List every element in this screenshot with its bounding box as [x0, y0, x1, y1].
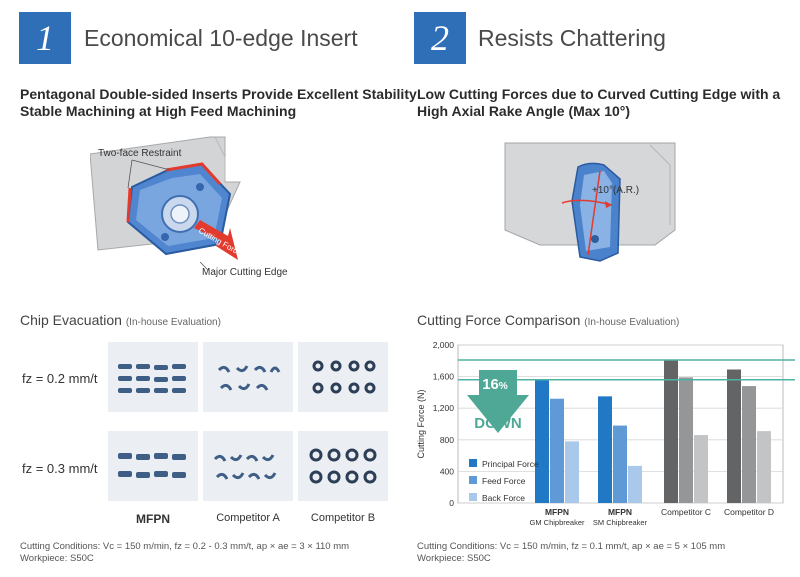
bar-back-force: [628, 465, 642, 503]
y-tick-label: 400: [440, 466, 454, 476]
section1-title: Economical 10-edge Insert: [84, 25, 358, 51]
legend-label-principal: Principal Force: [482, 459, 539, 469]
chip-sample-mfpn-fz03: [108, 431, 198, 501]
force-conditions-line1: Cutting Conditions: Vc = 150 m/min, fz =…: [417, 541, 726, 552]
spiral-chips-icon: [312, 360, 376, 394]
cutting-force-title: Cutting Force Comparison: [417, 312, 581, 328]
chip-column-label-competitor-b: Competitor B: [310, 512, 376, 524]
legend-swatch-principal: [469, 459, 477, 467]
legend-swatch-feed: [469, 476, 477, 484]
chip-conditions-line2: Workpiece: S50C: [20, 553, 94, 564]
chip-sample-competitor-b-fz02: [298, 342, 388, 412]
section1-subtitle-line1: Pentagonal Double-sided Inserts Provide …: [20, 86, 417, 102]
chip-column-label-competitor-a: Competitor A: [216, 512, 280, 524]
y-tick-label: 0: [449, 498, 454, 508]
curled-chips-icon: [217, 365, 281, 391]
bar-principal-force: [535, 379, 549, 503]
fz-row-label-1: fz = 0.2 mm/t: [22, 371, 98, 386]
chip-evacuation-title: Chip Evacuation: [20, 312, 122, 328]
flat-chips-icon: [118, 453, 186, 478]
bar-feed-force: [550, 398, 564, 503]
curled-chips-icon: [213, 454, 277, 480]
bar-back-force: [757, 431, 771, 503]
x-category-sublabel: SM Chipbreaker: [593, 518, 648, 527]
restraint-line-side: [126, 187, 132, 223]
restraint-line-top: [165, 162, 222, 186]
chip-evacuation-note: (In-house Evaluation): [125, 317, 221, 328]
legend-label-feed: Feed Force: [482, 476, 526, 486]
rake-angle-illustration: +10°(A.R.): [504, 142, 676, 262]
curved-edge-insert: [571, 162, 621, 262]
down-badge: 16% DOWN: [467, 370, 529, 433]
section2-subtitle-line2: High Axial Rake Angle (Max 10°): [417, 103, 631, 119]
legend-label-back: Back Force: [482, 493, 525, 503]
chip-evacuation-heading: Chip Evacuation (In-house Evaluation): [20, 312, 221, 328]
x-category-label: Competitor D: [724, 507, 774, 517]
cutting-force-note: (In-house Evaluation): [584, 317, 680, 328]
y-tick-label: 800: [440, 435, 454, 445]
y-tick-label: 1,600: [433, 372, 455, 382]
chip-sample-competitor-a-fz02: [203, 342, 293, 412]
force-conditions-line2: Workpiece: S50C: [417, 553, 491, 564]
section1-subtitle-line2: Stable Machining at High Feed Machining: [20, 103, 297, 119]
chip-column-label-mfpn: MFPN: [136, 512, 170, 526]
legend-swatch-back: [469, 493, 477, 501]
y-tick-label: 1,200: [433, 403, 455, 413]
cutting-force-heading: Cutting Force Comparison (In-house Evalu…: [417, 312, 679, 328]
bar-back-force: [565, 441, 579, 503]
bar-principal-force: [598, 396, 612, 503]
chip-sample-competitor-a-fz03: [203, 431, 293, 501]
restraint-label: Two-face Restraint: [98, 148, 182, 159]
bar-feed-force: [742, 386, 756, 503]
chart-legend: Principal Force Feed Force Back Force: [469, 459, 539, 503]
flat-chips-icon: [118, 364, 186, 393]
x-category-label: MFPN: [608, 507, 632, 517]
fz-row-label-2: fz = 0.3 mm/t: [22, 461, 98, 476]
chip-sample-competitor-b-fz03: [298, 431, 388, 501]
bar-back-force: [694, 435, 708, 503]
x-category-label: MFPN: [545, 507, 569, 517]
x-category-sublabel: GM Chipbreaker: [529, 518, 585, 527]
section2-title: Resists Chattering: [478, 25, 666, 51]
chip-conditions-line1: Cutting Conditions: Vc = 150 m/min, fz =…: [20, 541, 350, 552]
axial-rake-label: +10°(A.R.): [592, 185, 639, 196]
down-badge-word: DOWN: [474, 415, 522, 432]
insert-illustration: Cutting Force Two-face Restraint Major C…: [90, 136, 288, 278]
chip-sample-mfpn-fz02: [108, 342, 198, 412]
down-badge-percent: 16%: [482, 376, 508, 393]
bar-feed-force: [613, 425, 627, 503]
bar-principal-force: [727, 369, 741, 503]
y-tick-label: 2,000: [433, 340, 455, 350]
y-axis-title: Cutting Force (N): [416, 389, 426, 458]
section1-number-badge: 1: [19, 12, 71, 64]
section2-number-badge: 2: [414, 12, 466, 64]
x-category-label: Competitor C: [661, 507, 711, 517]
bar-feed-force: [679, 377, 693, 503]
major-cutting-edge-label: Major Cutting Edge: [202, 267, 288, 278]
cutting-force-arrow: [194, 220, 238, 260]
bar-principal-force: [664, 360, 678, 503]
spiral-chips-icon: [309, 448, 377, 484]
section2-subtitle-line1: Low Cutting Forces due to Curved Cutting…: [417, 86, 781, 102]
